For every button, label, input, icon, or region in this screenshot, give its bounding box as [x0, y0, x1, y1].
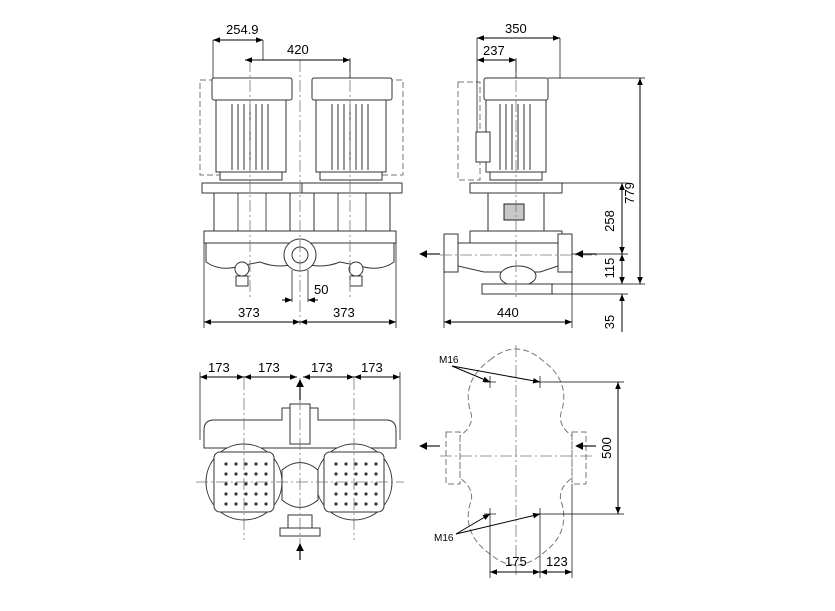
- dim-side-total-depth: 350: [505, 21, 527, 36]
- top-view: 173 173 173 173: [196, 360, 404, 560]
- dim-half-width-right: 373: [333, 305, 355, 320]
- dim-side-overall-height: 779: [622, 182, 637, 204]
- dim-side-upper-height: 258: [602, 210, 617, 232]
- dim-motor-spacing: 420: [287, 42, 309, 57]
- dim-side-motor-depth: 237: [483, 43, 505, 58]
- side-pump-casing: [443, 230, 573, 295]
- dim-top-spacing-4: 173: [361, 360, 383, 375]
- front-motor-left: [201, 77, 303, 232]
- dim-center-offset: 50: [314, 282, 328, 297]
- dim-half-width-left: 373: [238, 305, 260, 320]
- dim-foundation-width-right: 123: [546, 554, 568, 569]
- side-view: 350 237 779 258 115 35 440: [419, 21, 645, 332]
- dim-motor-offset: 254.9: [226, 22, 259, 37]
- front-pump-casing: [203, 230, 397, 287]
- dim-side-base-height: 35: [602, 315, 617, 329]
- foundation-view: M16 M16 500 175 123: [419, 345, 624, 578]
- dim-foundation-height: 500: [599, 437, 614, 459]
- dim-foundation-width-left: 175: [505, 554, 527, 569]
- side-motor-hidden-outline: [457, 81, 481, 181]
- front-view: 254.9 420 50 373 373: [199, 22, 404, 328]
- dim-side-port-height: 115: [602, 258, 617, 279]
- front-motor-right: [301, 77, 403, 232]
- bolt-label-top: M16: [439, 355, 459, 366]
- bolt-label-bottom: M16: [434, 533, 454, 544]
- dim-top-spacing-3: 173: [311, 360, 333, 375]
- dim-side-base-length: 440: [497, 305, 519, 320]
- dim-top-spacing-1: 173: [208, 360, 230, 375]
- dim-top-spacing-2: 173: [258, 360, 280, 375]
